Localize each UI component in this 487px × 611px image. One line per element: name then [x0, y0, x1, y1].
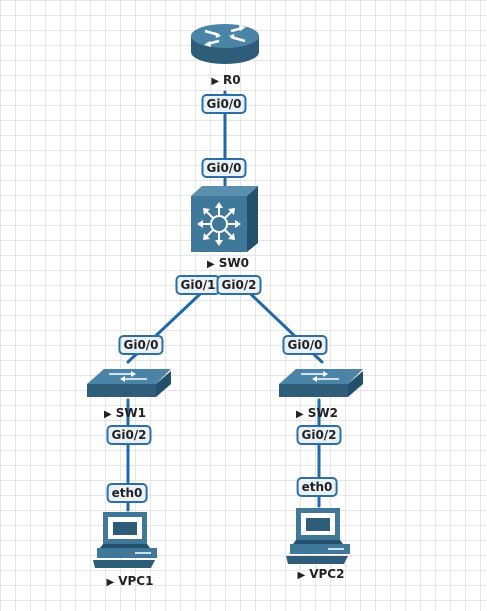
node-name-r0: ▶R0 [211, 73, 240, 87]
port-label-vpc1-eth0: eth0 [106, 483, 148, 503]
port-label-sw0-gi0-1: Gi0/1 [175, 275, 221, 295]
port-label-sw0-gi0-2: Gi0/2 [216, 275, 262, 295]
node-name-sw2: ▶SW2 [296, 406, 338, 420]
play-icon: ▶ [211, 76, 220, 87]
node-name-vpc2: ▶VPC2 [298, 567, 345, 581]
port-label-r0-gi0-0: Gi0/0 [201, 94, 247, 114]
play-icon: ▶ [207, 259, 215, 270]
node-name-label: SW0 [218, 256, 249, 270]
links [126, 90, 324, 512]
node-name-sw1: ▶SW1 [104, 406, 146, 420]
node-name-label: VPC2 [309, 567, 345, 581]
port-label-sw0-gi0-0: Gi0/0 [201, 158, 247, 178]
port-label-sw1-gi0-0: Gi0/0 [118, 335, 164, 355]
node-name-sw0: ▶SW0 [207, 256, 249, 270]
node-name-label: R0 [223, 73, 241, 87]
play-icon: ▶ [104, 409, 112, 420]
switch-icon[interactable] [279, 369, 363, 397]
play-icon: ▶ [106, 577, 115, 588]
port-label-sw2-gi0-2: Gi0/2 [296, 425, 342, 445]
node-name-vpc1: ▶VPC1 [107, 574, 154, 588]
node-name-label: VPC1 [118, 574, 154, 588]
layer3-switch-icon[interactable] [191, 186, 258, 252]
port-label-vpc2-eth0: eth0 [296, 477, 338, 497]
node-name-label: SW2 [307, 406, 338, 420]
port-label-sw1-gi0-2: Gi0/2 [106, 425, 152, 445]
router-icon[interactable] [191, 24, 259, 64]
pc-icon[interactable] [286, 508, 350, 564]
play-icon: ▶ [296, 409, 304, 420]
port-label-sw2-gi0-0: Gi0/0 [282, 335, 328, 355]
switch-icon[interactable] [87, 369, 171, 397]
play-icon: ▶ [297, 570, 306, 581]
node-name-label: SW1 [115, 406, 146, 420]
pc-icon[interactable] [93, 512, 157, 568]
